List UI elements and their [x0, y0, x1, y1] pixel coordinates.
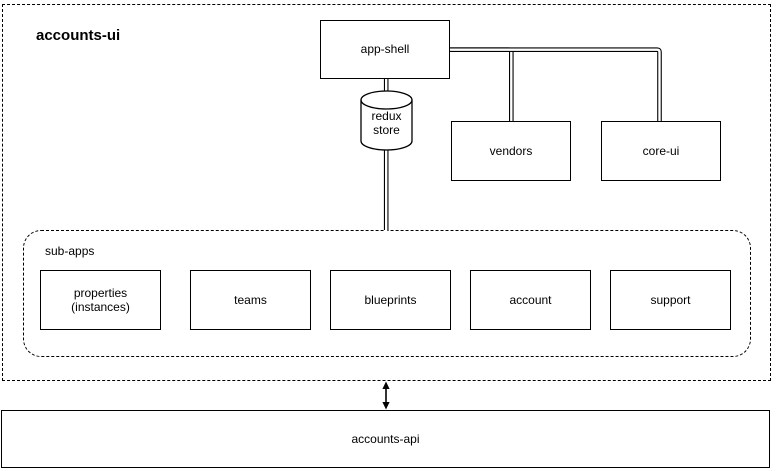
accounts-ui-label: accounts-ui [36, 27, 121, 44]
sub-apps-label: sub-apps [45, 244, 95, 258]
vendors-label: vendors [489, 143, 533, 158]
app-shell-label: app-shell [360, 42, 410, 57]
edge-appshell-vendors [449, 47, 514, 122]
properties-node: properties(instances) [40, 270, 161, 330]
accounts-ui-container [2, 4, 771, 381]
properties-label: properties(instances) [71, 285, 130, 314]
teams-node: teams [190, 270, 311, 330]
redux-store-label-line1: redux [371, 109, 402, 123]
redux-store-cylinder [360, 90, 413, 151]
edge-appshell-coreui [449, 47, 662, 122]
vendors-node: vendors [451, 121, 571, 181]
accounts-api-node: accounts-api [1, 410, 770, 468]
blueprints-label: blueprints [364, 292, 417, 307]
edge-accountsui-accountsapi-arrow [382, 381, 390, 410]
core-ui-node: core-ui [601, 121, 721, 181]
support-label: support [650, 292, 691, 307]
core-ui-label: core-ui [642, 143, 680, 158]
account-node: account [470, 270, 591, 330]
blueprints-node: blueprints [330, 270, 451, 330]
teams-label: teams [234, 292, 267, 307]
redux-store-label-line2: store [373, 122, 400, 137]
support-node: support [610, 270, 731, 330]
account-label: account [509, 292, 552, 307]
accounts-api-label: accounts-api [351, 431, 420, 446]
redux-store-node: redux store [361, 109, 412, 138]
app-shell-node: app-shell [320, 20, 450, 79]
